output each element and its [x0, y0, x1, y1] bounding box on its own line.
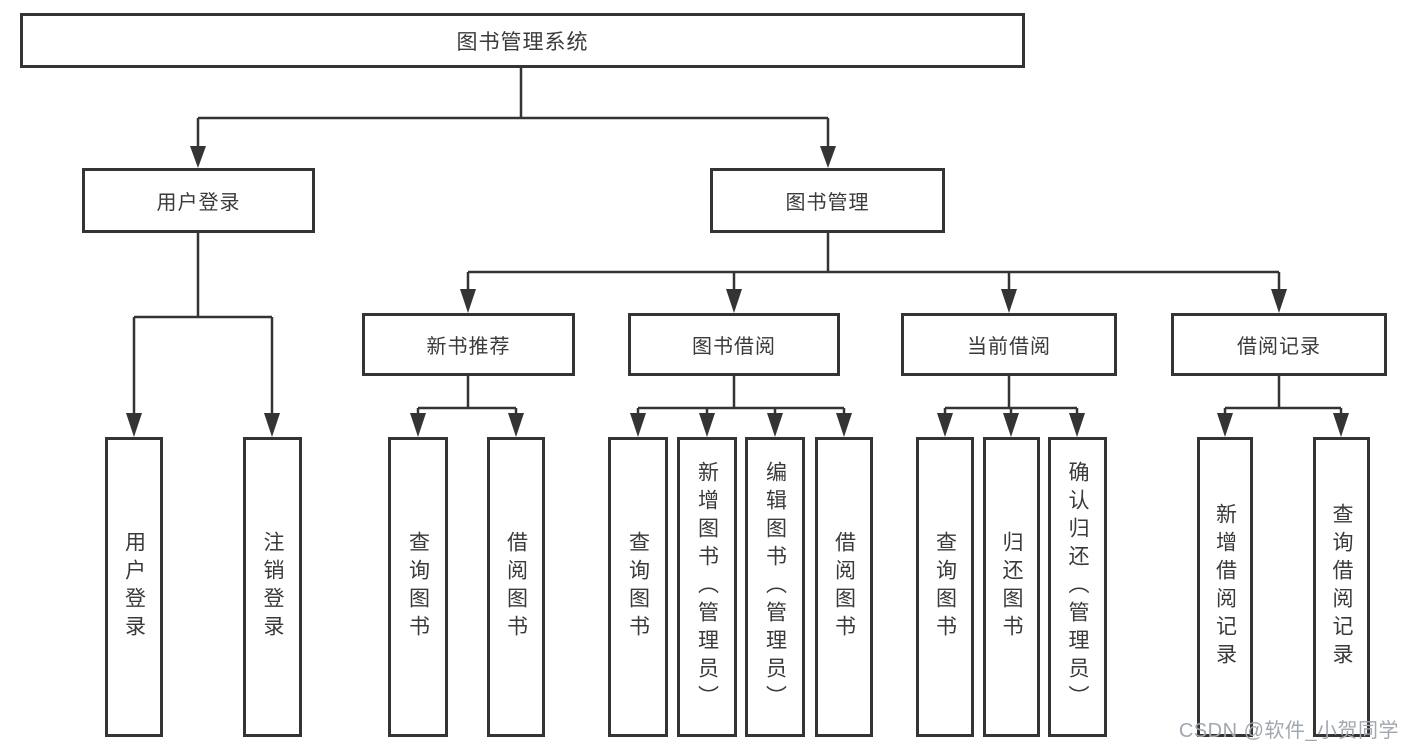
node-leaf-query-books-rec-label: 查询图书	[406, 531, 430, 643]
watermark-text: CSDN @软件_小贺同学	[1178, 720, 1399, 742]
node-borrowing-records-label: 借阅记录	[1237, 336, 1321, 358]
node-leaf-edit-books-admin-label: 编辑图书（管理员）	[763, 461, 787, 713]
node-leaf-query-books-borrow: 查询图书	[608, 437, 668, 737]
node-leaf-return-books: 归还图书	[983, 437, 1040, 737]
node-current-borrowing-label: 当前借阅	[967, 336, 1051, 358]
node-leaf-confirm-return-admin: 确认归还（管理员）	[1048, 437, 1107, 737]
node-leaf-query-books-rec: 查询图书	[388, 437, 448, 737]
node-book-borrowing-label: 图书借阅	[692, 336, 776, 358]
node-book-management-branch: 图书管理	[710, 168, 945, 233]
node-leaf-logout-label: 注销登录	[261, 531, 284, 643]
node-user-login-branch: 用户登录	[82, 168, 315, 233]
node-current-borrowing: 当前借阅	[901, 313, 1117, 376]
node-leaf-query-borrow-record: 查询借阅记录	[1313, 437, 1370, 737]
node-library-management-system-label: 图书管理系统	[456, 30, 589, 54]
node-leaf-add-books-admin: 新增图书（管理员）	[677, 437, 737, 737]
node-leaf-borrow-books-rec: 借阅图书	[487, 437, 545, 737]
node-leaf-borrow-books-rec-label: 借阅图书	[504, 531, 528, 643]
node-leaf-query-books-current-label: 查询图书	[933, 531, 957, 643]
node-leaf-add-borrow-record: 新增借阅记录	[1197, 437, 1253, 737]
node-library-management-system: 图书管理系统	[20, 13, 1025, 68]
node-user-login-branch-label: 用户登录	[156, 192, 241, 214]
node-book-management-branch-label: 图书管理	[785, 192, 870, 214]
node-leaf-query-books-borrow-label: 查询图书	[626, 531, 650, 643]
node-leaf-return-books-label: 归还图书	[1000, 531, 1023, 643]
node-leaf-edit-books-admin: 编辑图书（管理员）	[745, 437, 805, 737]
node-new-book-recommendation: 新书推荐	[362, 313, 575, 376]
node-book-borrowing: 图书借阅	[628, 313, 840, 376]
node-borrowing-records: 借阅记录	[1171, 313, 1387, 376]
node-leaf-borrow-books: 借阅图书	[815, 437, 873, 737]
node-leaf-query-books-current: 查询图书	[916, 437, 974, 737]
node-leaf-add-books-admin-label: 新增图书（管理员）	[695, 461, 719, 713]
node-leaf-user-login-label: 用户登录	[122, 531, 146, 643]
node-leaf-add-borrow-record-label: 新增借阅记录	[1213, 503, 1237, 671]
node-leaf-borrow-books-label: 借阅图书	[832, 531, 856, 643]
node-leaf-confirm-return-admin-label: 确认归还（管理员）	[1066, 461, 1089, 713]
node-leaf-query-borrow-record-label: 查询借阅记录	[1330, 503, 1353, 671]
node-leaf-logout: 注销登录	[243, 437, 302, 737]
node-new-book-recommendation-label: 新书推荐	[426, 336, 511, 358]
node-leaf-user-login: 用户登录	[105, 437, 163, 737]
